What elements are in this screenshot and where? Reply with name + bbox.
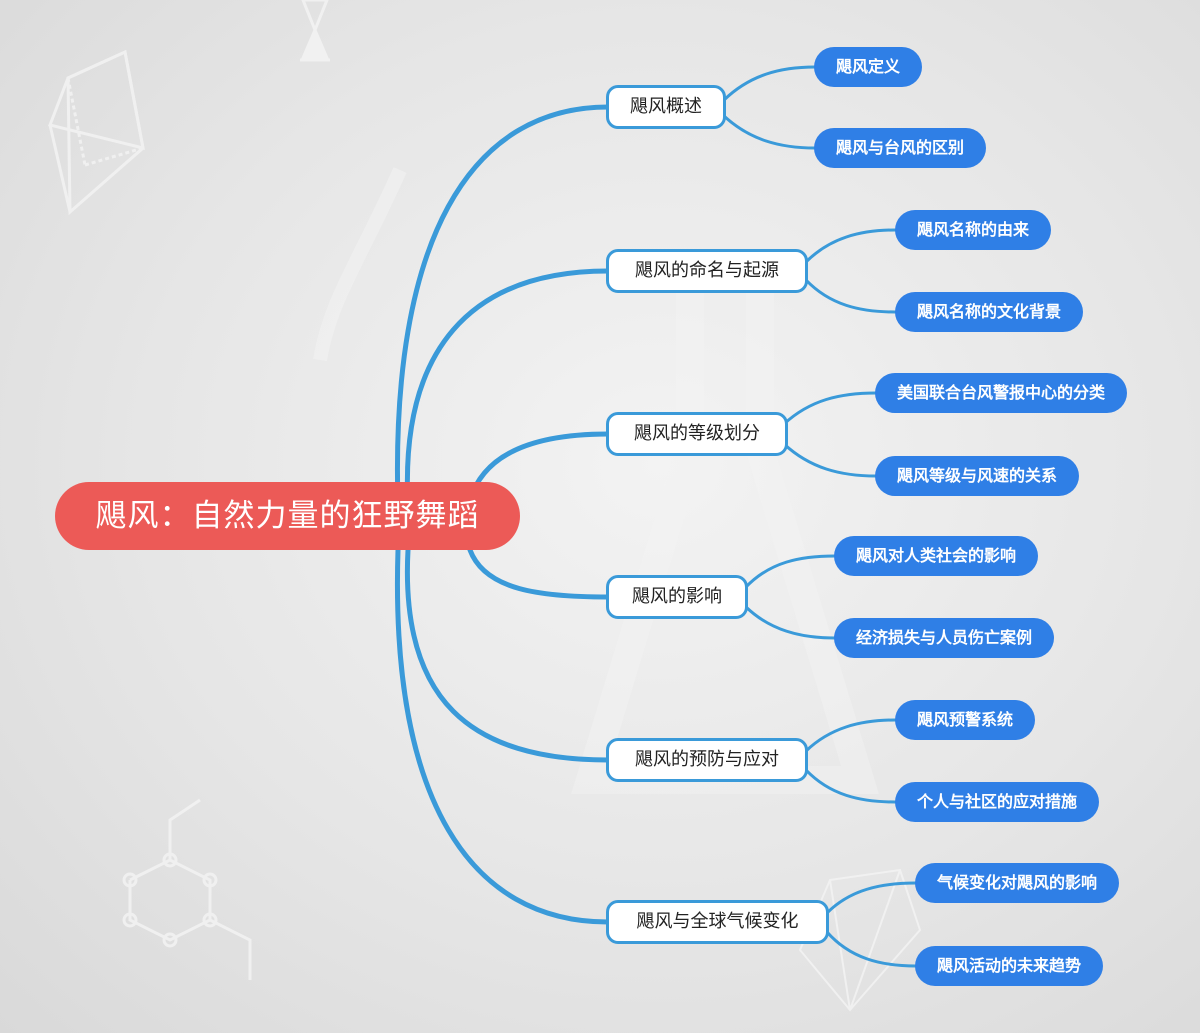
leaf-label: 个人与社区的应对措施 — [917, 792, 1078, 811]
branch-classification[interactable]: 飓风的等级划分 — [606, 412, 788, 456]
leaf-warning-system[interactable]: 飓风预警系统 — [895, 700, 1036, 740]
link-root-branch-6 — [394, 547, 611, 925]
leaf-name-culture[interactable]: 飓风名称的文化背景 — [895, 292, 1084, 332]
branch-label: 飓风的预防与应对 — [635, 749, 779, 770]
leaf-label: 美国联合台风警报中心的分类 — [897, 383, 1106, 402]
central-topic-label: 飓风：自然力量的狂野舞蹈 — [95, 498, 480, 534]
leaf-label: 飓风活动的未来趋势 — [937, 956, 1082, 975]
branch-climate-change[interactable]: 飓风与全球气候变化 — [606, 900, 829, 944]
link-root-branch-4 — [467, 547, 611, 600]
leaf-label: 飓风与台风的区别 — [836, 138, 965, 157]
branch-overview[interactable]: 飓风概述 — [606, 85, 726, 129]
link-root-branch-2 — [404, 268, 611, 508]
branch-impact[interactable]: 飓风的影响 — [606, 575, 748, 619]
branch-prevention-response[interactable]: 飓风的预防与应对 — [606, 738, 808, 782]
leaf-jtwc-classification[interactable]: 美国联合台风警报中心的分类 — [875, 373, 1128, 413]
leaf-label: 飓风等级与风速的关系 — [897, 466, 1058, 485]
leaf-name-origin[interactable]: 飓风名称的由来 — [895, 210, 1052, 250]
leaf-community-measures[interactable]: 个人与社区的应对措施 — [895, 782, 1100, 822]
branch-naming-origin[interactable]: 飓风的命名与起源 — [606, 249, 808, 293]
leaf-future-trends[interactable]: 飓风活动的未来趋势 — [915, 946, 1104, 986]
leaf-label: 气候变化对飓风的影响 — [937, 873, 1098, 892]
link-root-branch-5 — [404, 547, 611, 763]
branch-label: 飓风的影响 — [632, 586, 722, 607]
leaf-loss-casualty-cases[interactable]: 经济损失与人员伤亡案例 — [834, 618, 1055, 658]
leaf-hurricane-vs-typhoon[interactable]: 飓风与台风的区别 — [814, 128, 987, 168]
central-topic[interactable]: 飓风：自然力量的狂野舞蹈 — [55, 482, 520, 550]
leaf-label: 经济损失与人员伤亡案例 — [856, 628, 1033, 647]
leaf-label: 飓风对人类社会的影响 — [856, 546, 1017, 565]
leaf-social-impact[interactable]: 飓风对人类社会的影响 — [834, 536, 1039, 576]
leaf-hurricane-definition[interactable]: 飓风定义 — [814, 47, 923, 87]
branch-label: 飓风的命名与起源 — [635, 260, 779, 281]
leaf-label: 飓风定义 — [836, 57, 901, 76]
link-root-branch-1 — [394, 104, 611, 508]
leaf-label: 飓风名称的由来 — [917, 220, 1030, 239]
leaf-label: 飓风名称的文化背景 — [917, 302, 1062, 321]
branch-label: 飓风概述 — [630, 96, 702, 117]
branch-label: 飓风的等级划分 — [634, 423, 760, 444]
branch-label: 飓风与全球气候变化 — [636, 911, 799, 932]
leaf-label: 飓风预警系统 — [917, 710, 1014, 729]
leaf-level-wind-speed[interactable]: 飓风等级与风速的关系 — [875, 456, 1080, 496]
leaf-climate-impact[interactable]: 气候变化对飓风的影响 — [915, 863, 1120, 903]
